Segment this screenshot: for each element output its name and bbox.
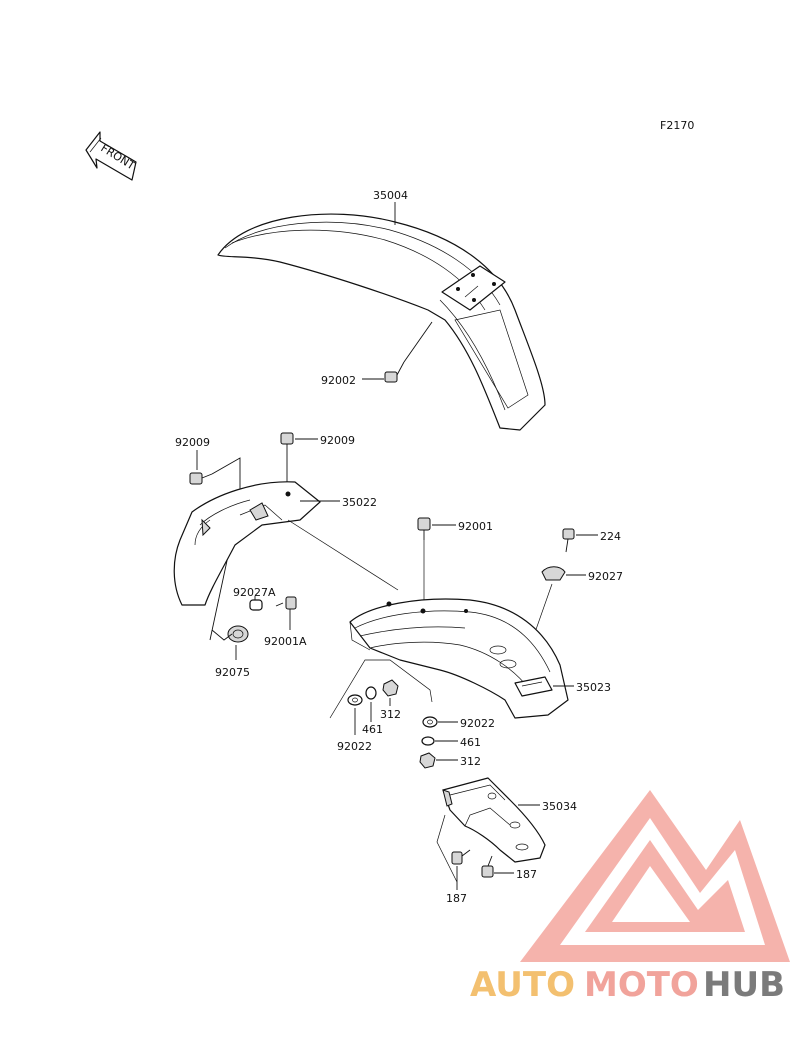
part-187-right-label: 187	[516, 868, 537, 881]
part-224-label: 224	[600, 530, 621, 543]
part-92009-right-label: 92009	[320, 434, 355, 447]
collar-92027a-icon	[249, 599, 263, 611]
screw-224-icon	[562, 528, 575, 553]
part-35034-label: 35034	[542, 800, 577, 813]
watermark-hub: HUB	[703, 965, 785, 1005]
part-92001-label: 92001	[458, 520, 493, 533]
fender-bracket-35022	[173, 481, 321, 606]
part-92027-label: 92027	[588, 570, 623, 583]
watermark-wordmark: AUTO MOTO HUB	[470, 965, 785, 1005]
bolt-92002-icon	[384, 361, 405, 383]
part-461-right-label: 461	[460, 736, 481, 749]
part-92022-left-label: 92022	[337, 740, 372, 753]
front-arrow-icon: FRONT	[85, 131, 137, 181]
part-35022-label: 35022	[342, 496, 377, 509]
part-92001a-label: 92001A	[264, 635, 307, 648]
rear-fender-35023	[349, 598, 569, 719]
nut-312-right-icon	[419, 752, 436, 769]
license-bracket-35034	[442, 777, 546, 863]
bolt-92001-icon	[417, 517, 431, 540]
part-92002-label: 92002	[321, 374, 356, 387]
part-35004-label: 35004	[373, 189, 408, 202]
part-312-right-label: 312	[460, 755, 481, 768]
part-92022-right-label: 92022	[460, 717, 495, 730]
bolt-187-left-icon	[451, 849, 471, 865]
lock-washer-461-left-icon	[365, 686, 377, 700]
bolt-92009-left-icon	[189, 472, 213, 485]
grommet-92075-icon	[227, 625, 249, 643]
washer-92022-left-icon	[347, 694, 363, 706]
watermark-auto: AUTO	[470, 965, 575, 1005]
part-92075-label: 92075	[215, 666, 250, 679]
nut-312-left-icon	[382, 679, 399, 697]
collar-92027-icon	[541, 566, 566, 581]
figure-code: F2170	[660, 119, 694, 132]
part-92027a-label: 92027A	[233, 586, 276, 599]
part-461-left-label: 461	[362, 723, 383, 736]
part-35023-label: 35023	[576, 681, 611, 694]
bolt-92009-right-icon	[280, 432, 294, 456]
part-187-bottom-label: 187	[446, 892, 467, 905]
lock-washer-461-right-icon	[421, 736, 435, 746]
part-312-left-label: 312	[380, 708, 401, 721]
bolt-92001a-icon	[275, 596, 297, 610]
washer-92022-right-icon	[422, 716, 438, 728]
bolt-187-right-icon	[481, 855, 494, 878]
front-fender	[217, 213, 546, 431]
watermark-moto: MOTO	[584, 965, 699, 1005]
part-92009-left-label: 92009	[175, 436, 210, 449]
watermark-logo-icon	[520, 790, 790, 962]
